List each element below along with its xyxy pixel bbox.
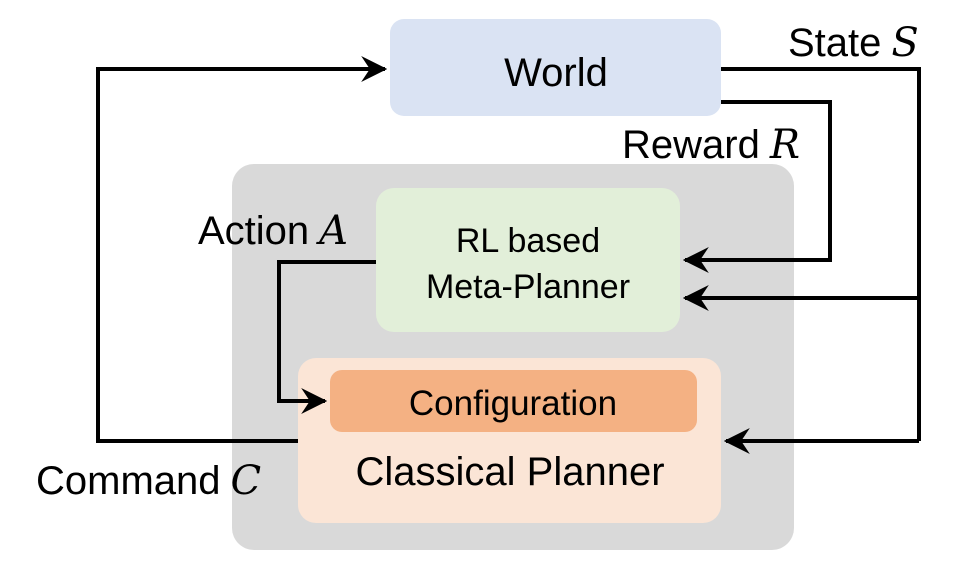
meta-planner-node: RL based Meta-Planner xyxy=(376,188,680,332)
world-label: World xyxy=(504,51,608,95)
state-wire xyxy=(721,67,921,441)
classical-planner-label: Classical Planner xyxy=(355,450,664,494)
reward-arrow xyxy=(682,100,832,273)
command-arrow xyxy=(96,56,388,443)
meta-planner-label-line1: RL based xyxy=(456,222,600,260)
meta-planner-label-line2: Meta-Planner xyxy=(426,268,630,306)
configuration-label: Configuration xyxy=(409,384,617,423)
configuration-node: Configuration xyxy=(330,370,697,432)
world-node: World xyxy=(390,19,721,116)
action-arrow xyxy=(277,260,376,414)
